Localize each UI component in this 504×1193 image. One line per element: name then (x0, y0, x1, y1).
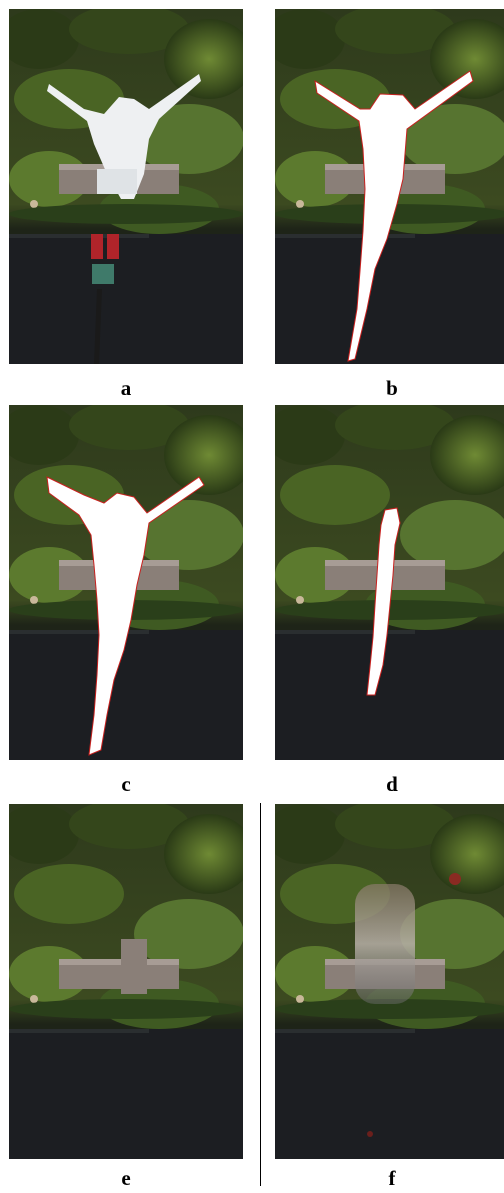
jumper-body (47, 74, 201, 199)
panel-a-image (9, 9, 243, 364)
panel-b-label: b (386, 376, 398, 400)
panel-f-label: f (388, 1166, 396, 1190)
column-divider (260, 803, 261, 1186)
segmentation-mask (314, 70, 474, 362)
panel-e-label: e (121, 1166, 131, 1190)
panel-c-image (9, 405, 243, 760)
panel-c-label: c (121, 772, 131, 796)
panel-d-image (275, 405, 504, 760)
panel-d-label: d (386, 772, 398, 796)
panel-f-image (275, 804, 504, 1159)
panel-b-image (275, 9, 504, 364)
panel-a-label: a (120, 376, 132, 400)
segmentation-mask (46, 476, 205, 756)
segmentation-mask (366, 507, 401, 696)
panel-e-image (9, 804, 243, 1159)
blurred-region (355, 884, 415, 1004)
